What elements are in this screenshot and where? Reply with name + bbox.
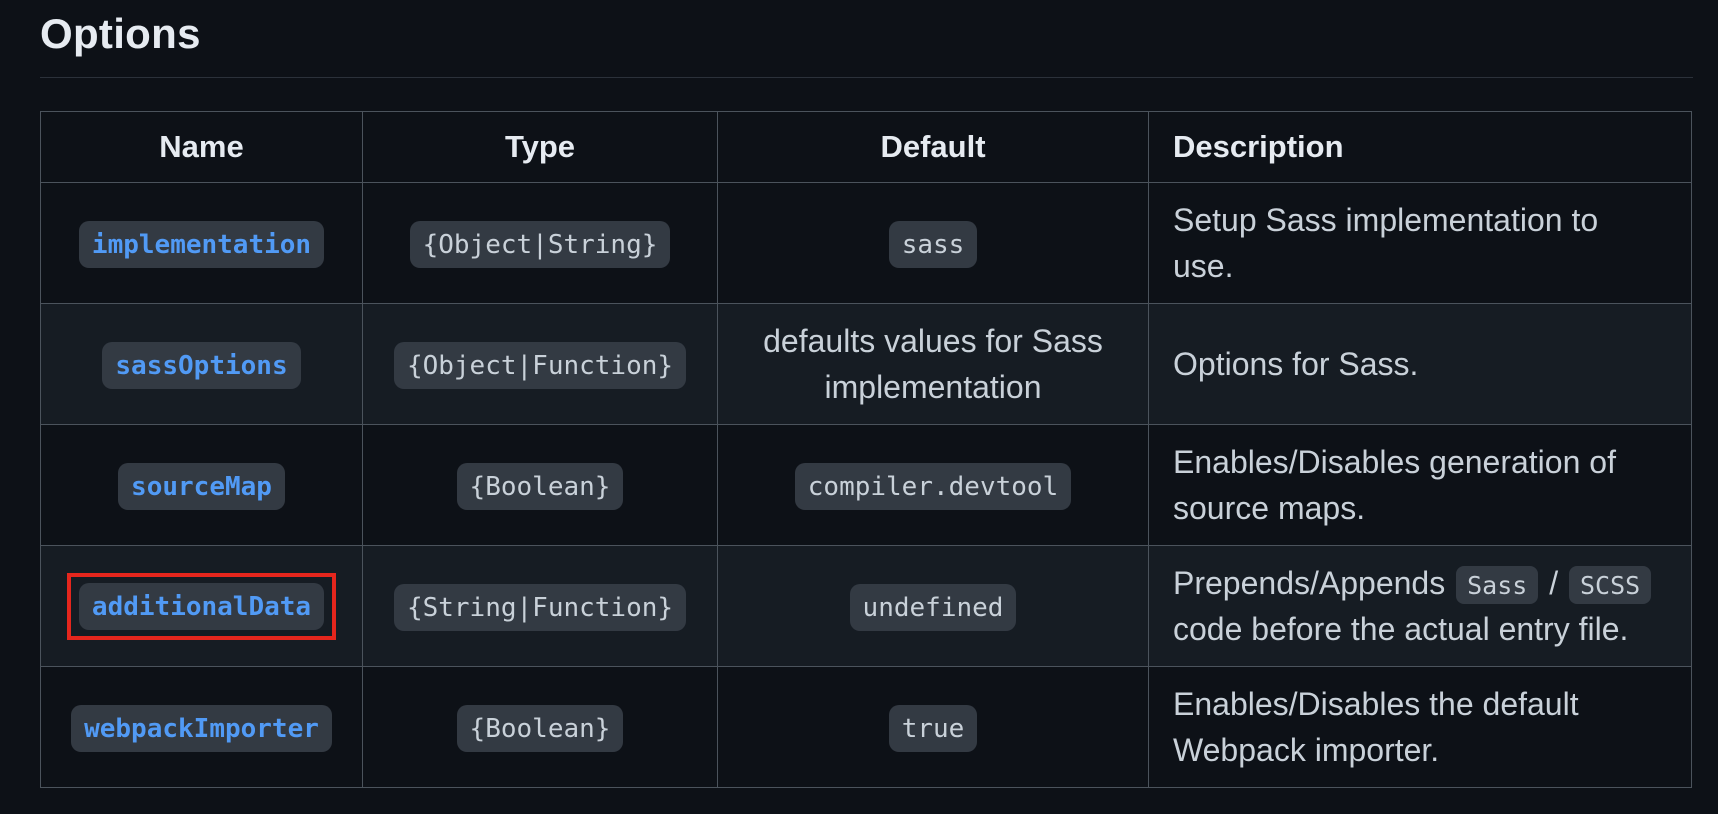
cell-default: true (717, 666, 1149, 788)
heading-divider (40, 77, 1693, 78)
table-row-additionalData: additionalData {String|Function} undefined… (40, 545, 1692, 667)
cell-type: {Boolean} (362, 424, 718, 546)
cell-name: webpackImporter (40, 666, 363, 788)
default-badge: true (888, 704, 978, 752)
default-badge: sass (888, 220, 978, 268)
option-link-webpackImporter[interactable]: webpackImporter (71, 704, 332, 752)
default-badge: compiler.devtool (794, 462, 1072, 510)
cell-type: {String|Function} (362, 545, 718, 667)
cell-name: implementation (40, 182, 363, 304)
type-badge: {Object|Function} (393, 341, 687, 389)
inline-code-scss: SCSS (1568, 566, 1652, 604)
option-link-implementation[interactable]: implementation (78, 220, 325, 268)
column-header-description: Description (1148, 111, 1692, 183)
cell-description: Enables/Disables generation of source ma… (1148, 424, 1692, 546)
cell-name: sassOptions (40, 303, 363, 425)
cell-type: {Object|Function} (362, 303, 718, 425)
table-row-implementation: implementation {Object|String} sass Setup S… (40, 182, 1692, 304)
column-header-type: Type (362, 111, 718, 183)
cell-description: Enables/Disables the default Webpack imp… (1148, 666, 1692, 788)
cell-description: Setup Sass implementation to use. (1148, 182, 1692, 304)
cell-default: sass (717, 182, 1149, 304)
cell-type: {Boolean} (362, 666, 718, 788)
column-header-name: Name (40, 111, 363, 183)
cell-name: additionalData (40, 545, 363, 667)
type-badge: {String|Function} (393, 583, 687, 631)
type-badge: {Boolean} (456, 704, 624, 752)
cell-type: {Object|String} (362, 182, 718, 304)
table-row-webpackImporter: webpackImporter {Boolean} true Enables/Disa… (40, 666, 1692, 788)
cell-default: compiler.devtool (717, 424, 1149, 546)
cell-description: Options for Sass. (1148, 303, 1692, 425)
option-link-sassOptions[interactable]: sassOptions (102, 341, 301, 389)
cell-default: defaults values for Sass implementation (717, 303, 1149, 425)
option-link-sourceMap[interactable]: sourceMap (118, 462, 285, 510)
default-text: defaults values for Sass implementation (763, 323, 1103, 405)
inline-code-sass: Sass (1456, 566, 1539, 604)
cell-default: undefined (717, 545, 1149, 667)
page-title: Options (40, 10, 201, 57)
cell-name: sourceMap (40, 424, 363, 546)
option-link-additionalData[interactable]: additionalData (78, 582, 325, 630)
red-highlight-box: additionalData (66, 572, 337, 640)
table-row-sourceMap: sourceMap {Boolean} compiler.devtool Enable… (40, 424, 1692, 546)
cell-description: Prepends/Appends Sass / SCSS code before… (1148, 545, 1692, 667)
table-body: implementation {Object|String} sass Setup S… (40, 182, 1692, 788)
type-badge: {Boolean} (456, 462, 624, 510)
default-badge: undefined (849, 583, 1017, 631)
column-header-default: Default (717, 111, 1149, 183)
table-row-sassOptions: sassOptions {Object|Function} defaults val… (40, 303, 1692, 425)
type-badge: {Object|String} (409, 220, 671, 268)
